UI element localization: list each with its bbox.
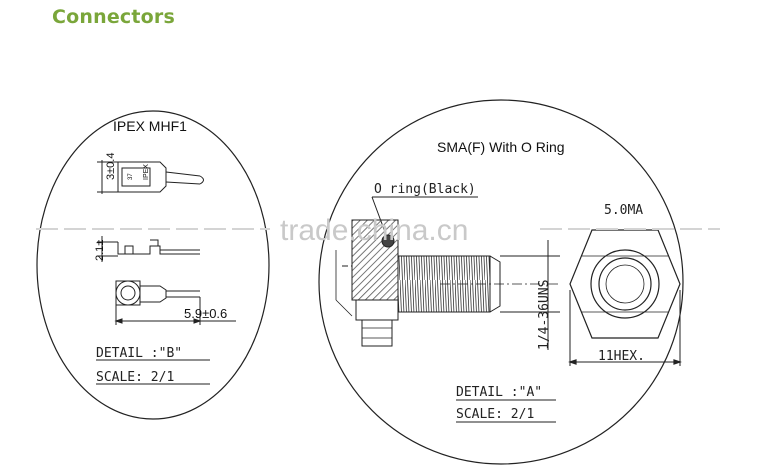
ipex-side-view <box>97 236 200 262</box>
detail-b-view: IPEX MHF1 37 IPEX 3±0.4 2.1± <box>36 110 270 420</box>
detail-b-scale: SCALE: 2/1 <box>96 370 174 385</box>
ipex-top-view <box>97 160 204 194</box>
thread-label: 1/4-36UNS <box>537 280 552 350</box>
watermark-text: trade.china.cn <box>280 214 468 247</box>
hex-label: 11HEX. <box>598 349 645 364</box>
ipex-plan-view <box>114 280 236 325</box>
detail-b-label: DETAIL :"B" <box>96 346 182 361</box>
detail-a-scale: SCALE: 2/1 <box>456 407 534 422</box>
detail-a-view: SMA(F) With O Ring O ring(Black) <box>318 99 684 465</box>
detail-a-label: DETAIL :"A" <box>456 385 542 400</box>
top-dim-label: 5.0MA <box>604 203 643 218</box>
thread-dimension <box>500 240 560 350</box>
sma-thread <box>397 255 560 313</box>
o-ring-label: O ring(Black) <box>374 182 476 197</box>
dim-height2-label: 2.1± <box>94 240 106 261</box>
part-mark-ipex: IPEX <box>143 164 150 180</box>
page-title: Connectors <box>52 6 176 28</box>
part-mark-37: 37 <box>128 173 134 180</box>
detail-a-circle <box>318 99 684 465</box>
detail-a-title: SMA(F) With O Ring <box>437 139 565 155</box>
dim-width-label: 5.9±0.6 <box>184 306 227 321</box>
detail-b-title: IPEX MHF1 <box>113 118 187 134</box>
sma-body <box>335 219 399 347</box>
detail-b-circle <box>36 110 270 420</box>
o-ring-circle <box>381 234 395 248</box>
dim-height-label: 3±0.4 <box>105 153 117 180</box>
watermark: trade.china.cn <box>36 214 720 247</box>
sma-hex-view <box>568 229 682 366</box>
